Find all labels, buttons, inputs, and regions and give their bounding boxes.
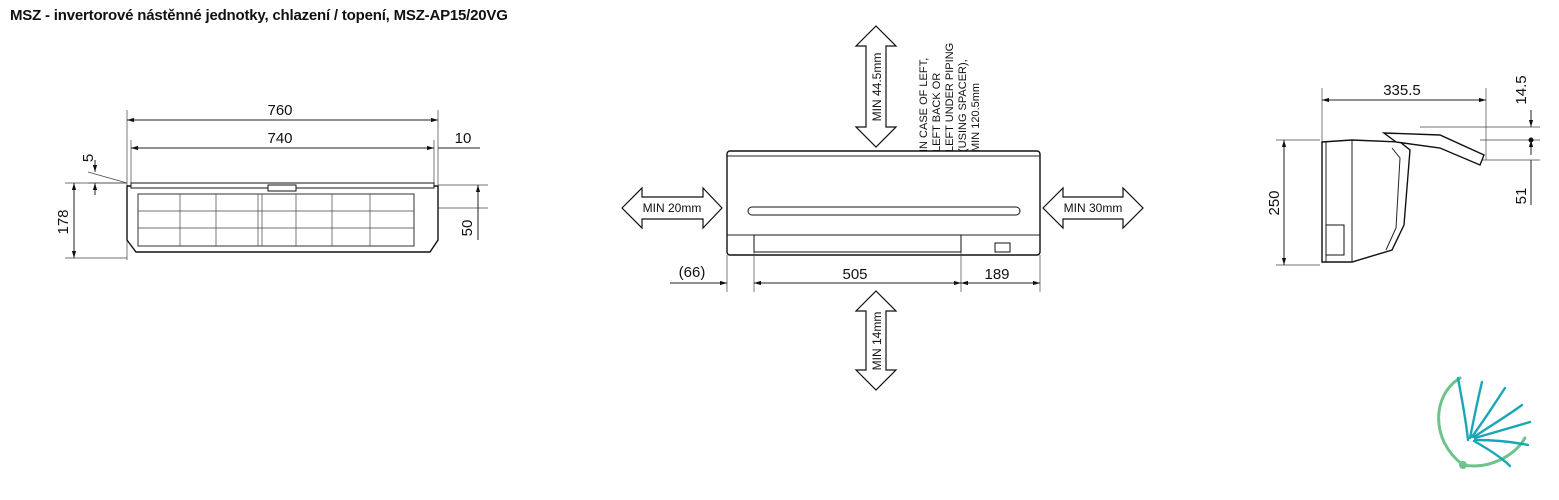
dim-51-label: 51 [1513, 188, 1530, 205]
dim-50-label: 50 [459, 220, 476, 237]
unit-front-body [726, 150, 1041, 256]
dim-335-5-label: 335.5 [1383, 82, 1421, 99]
page-title: MSZ - invertorové nástěnné jednotky, chl… [10, 7, 508, 24]
filter-grille [137, 193, 415, 247]
air-outlet-slot [747, 206, 1021, 216]
dim-66-label: (66) [679, 264, 706, 281]
flap [753, 234, 962, 253]
clearance-bottom-arrow [854, 290, 898, 391]
unit-side-body [1321, 139, 1411, 263]
clearance-right-label: MIN 30mm [1064, 201, 1123, 215]
clearance-top-arrow [854, 25, 898, 148]
svg-text:IN CASE OF LEFT,: IN CASE OF LEFT, [918, 58, 930, 152]
svg-text:MIN 120.5mm: MIN 120.5mm [970, 83, 982, 152]
clearance-top-label: MIN 44.5mm [870, 53, 884, 122]
clearance-right-arrow [1042, 186, 1144, 230]
dim-178-label: 178 [55, 209, 72, 234]
piping-note: IN CASE OF LEFT, LEFT BACK OR LEFT UNDER… [918, 43, 982, 152]
dim-740-label: 740 [267, 130, 292, 147]
front-view: MIN 44.5mm IN CASE OF LEFT, LEFT BACK OR… [621, 25, 1144, 391]
svg-text:LEFT UNDER PIPING: LEFT UNDER PIPING [944, 43, 956, 152]
clearance-bottom-label: MIN 14mm [870, 312, 884, 371]
dim-189-label: 189 [984, 266, 1009, 283]
clearance-left-arrow [621, 186, 723, 230]
receiver-window [994, 242, 1011, 253]
dim-10-label: 10 [455, 130, 472, 147]
svg-text:(USING SPACER),: (USING SPACER), [957, 59, 969, 152]
dim-14-5-label: 14.5 [1513, 75, 1530, 104]
svg-text:LEFT BACK OR: LEFT BACK OR [931, 73, 943, 152]
unit-top-body [126, 185, 439, 253]
dim-760-label: 760 [267, 102, 292, 119]
open-front-panel [1381, 132, 1485, 166]
side-view: 335.5 250 14.5 51 [1266, 75, 1540, 266]
clearance-left-label: MIN 20mm [643, 201, 702, 215]
fan-swirl-logo-icon [1437, 376, 1532, 469]
top-view: 760 740 10 5 178 50 [55, 102, 488, 260]
dim-505-label: 505 [842, 266, 867, 283]
dim-5-label: 5 [80, 154, 97, 162]
dim-250-label: 250 [1266, 190, 1283, 215]
